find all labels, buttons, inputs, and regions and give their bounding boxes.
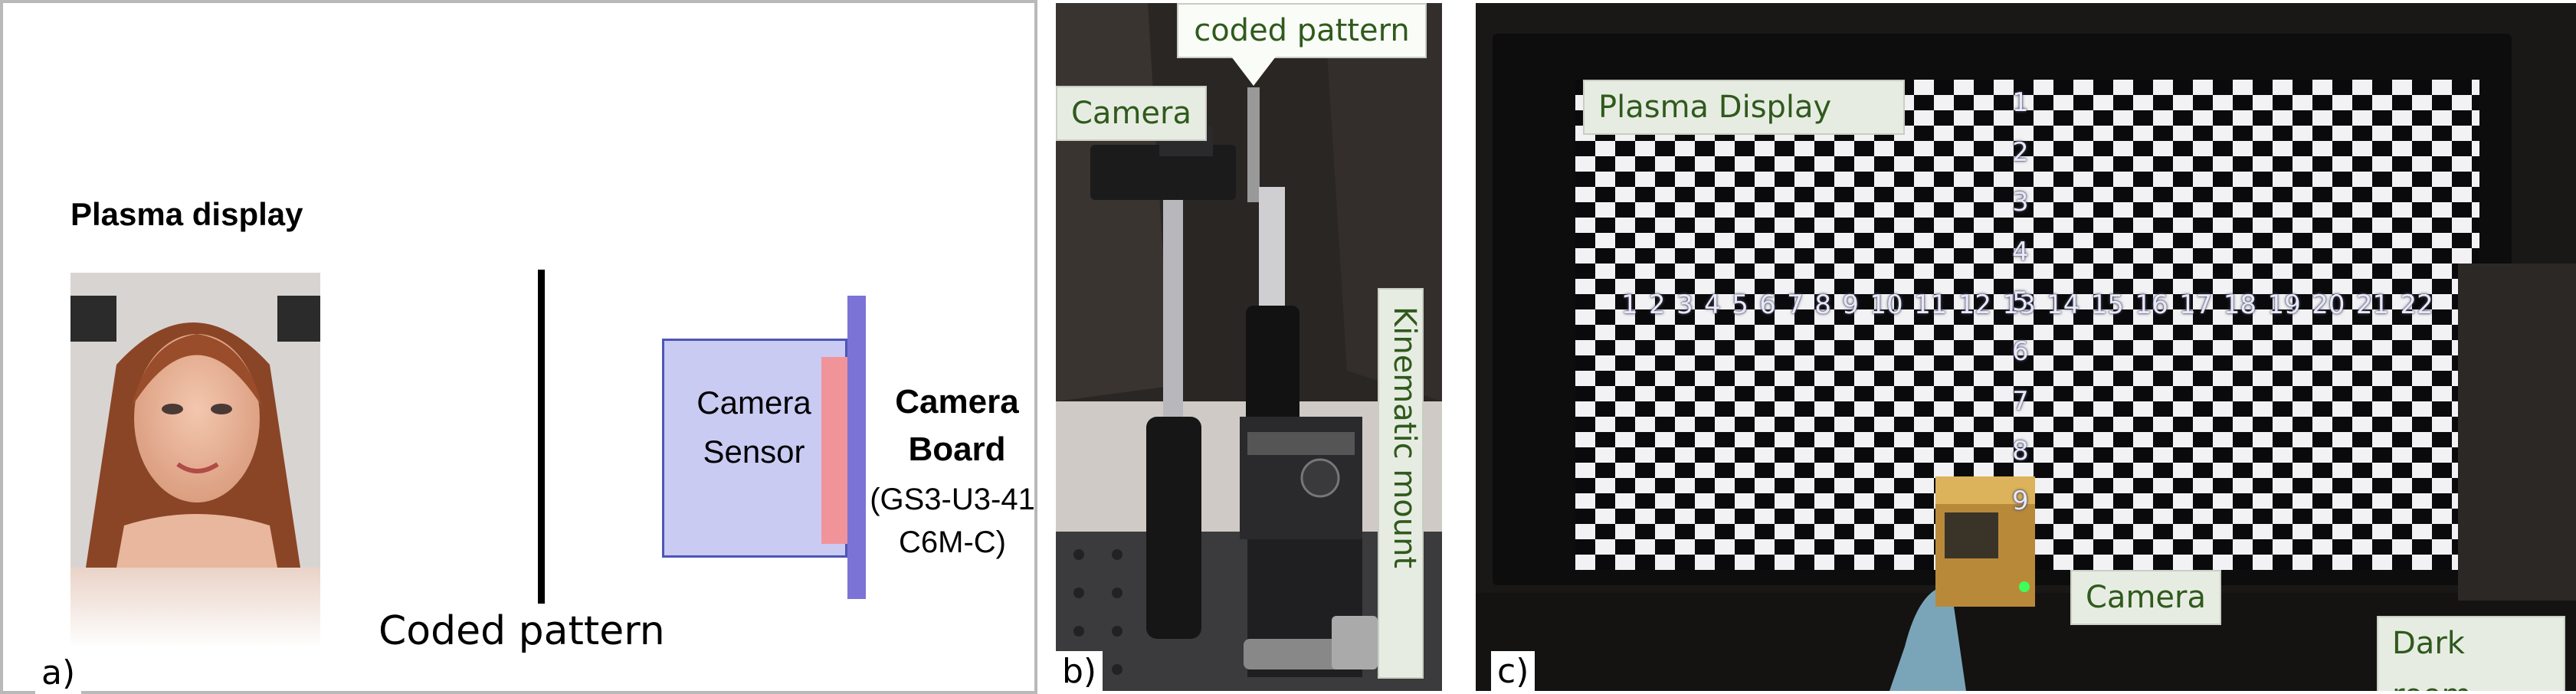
panel-a-label: a) (35, 653, 82, 694)
h-index-3: 3 (1676, 290, 1693, 320)
h-index-5: 5 (1732, 290, 1748, 320)
h-index-6: 6 (1759, 290, 1776, 320)
camera-sensor-label: Camera Sensor (696, 385, 811, 470)
h-index-21: 21 (2355, 290, 2390, 320)
h-index-7: 7 (1787, 290, 1804, 320)
h-index-13: 13 (2002, 290, 2036, 320)
v-index-8: 8 (2012, 436, 2029, 466)
panel-c-photo: Plasma Display Camera Dark room 1 2 3 4 … (1476, 3, 2576, 691)
h-index-17: 17 (2179, 290, 2213, 320)
sensor-strip (821, 357, 847, 544)
plasma-display-title: Plasma display (70, 196, 303, 232)
h-index-15: 15 (2090, 290, 2125, 320)
v-index-2: 2 (2012, 137, 2029, 168)
plasma-display-portrait-image (70, 273, 320, 648)
v-index-3: 3 (2012, 187, 2029, 218)
h-index-1: 1 (1621, 290, 1638, 320)
h-index-18: 18 (2223, 290, 2257, 320)
h-index-2: 2 (1649, 290, 1666, 320)
coded-pattern-label: Coded pattern (379, 608, 665, 654)
h-index-14: 14 (2047, 290, 2080, 320)
panel-b-label: b) (1056, 651, 1103, 691)
h-index-11: 11 (1914, 290, 1948, 320)
v-index-1: 1 (2012, 87, 2029, 118)
v-index-6: 6 (2012, 336, 2029, 367)
h-index-4: 4 (1704, 290, 1721, 320)
v-index-9: 9 (2012, 486, 2029, 516)
panel-a-schematic: Plasma display Coded pattern C (0, 0, 1037, 694)
h-index-12: 12 (1958, 290, 1992, 320)
h-index-22: 22 (2400, 290, 2433, 320)
h-index-19: 19 (2267, 290, 2301, 320)
horizontal-checker-index: 1 2 3 4 5 6 7 8 9 10 11 12 13 14 15 16 1… (1621, 290, 2433, 320)
v-index-5: 5 (2012, 286, 2029, 317)
vertical-checker-index: 1 2 3 4 5 6 7 8 9 (2012, 87, 2029, 516)
camera-sensor-box (662, 339, 847, 558)
h-index-20: 20 (2312, 290, 2345, 320)
coded-pattern-tag: coded pattern (1177, 3, 1427, 58)
camera-tag: Camera (1056, 86, 1207, 141)
camera-board-label: Camera Board (895, 383, 1019, 468)
coded-pattern-line (538, 270, 545, 604)
panel-c-label: c) (1491, 651, 1535, 691)
v-index-7: 7 (2012, 386, 2029, 417)
v-index-4: 4 (2012, 237, 2029, 267)
camera-board-plate (847, 296, 866, 599)
camera-model-label: (GS3-U3-41 C6M-C) (870, 483, 1035, 559)
plasma-display-tag: Plasma Display (1583, 80, 1905, 135)
coded-pattern-callout-pointer (1229, 54, 1278, 86)
h-index-8: 8 (1814, 290, 1831, 320)
panel-b-photo: Camera coded pattern Kinematic mount b) (1056, 3, 1442, 691)
h-index-16: 16 (2135, 290, 2168, 320)
camera-tag-c: Camera (2070, 570, 2221, 625)
h-index-10: 10 (1870, 290, 1903, 320)
h-index-9: 9 (1842, 290, 1860, 320)
dark-room-tag: Dark room (2377, 616, 2565, 691)
kinematic-mount-tag: Kinematic mount (1378, 288, 1424, 679)
